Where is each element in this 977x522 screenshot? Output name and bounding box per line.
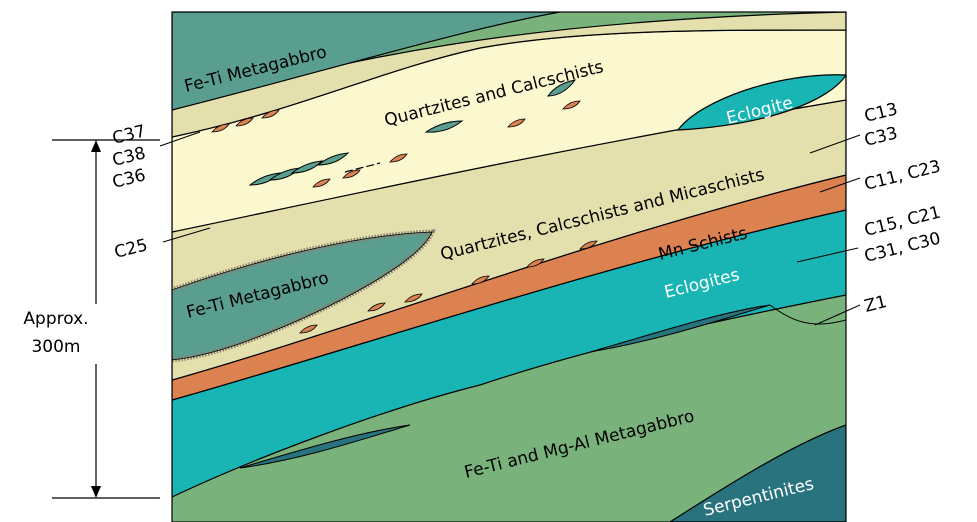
sample-c11-c23: C11, C23 bbox=[862, 157, 942, 195]
scale-label-distance: 300m bbox=[31, 337, 80, 357]
sample-c33: C33 bbox=[862, 123, 899, 151]
sample-z1: Z1 bbox=[862, 292, 889, 317]
sample-c25: C25 bbox=[112, 235, 149, 263]
scale-label-approx: Approx. bbox=[23, 309, 88, 329]
